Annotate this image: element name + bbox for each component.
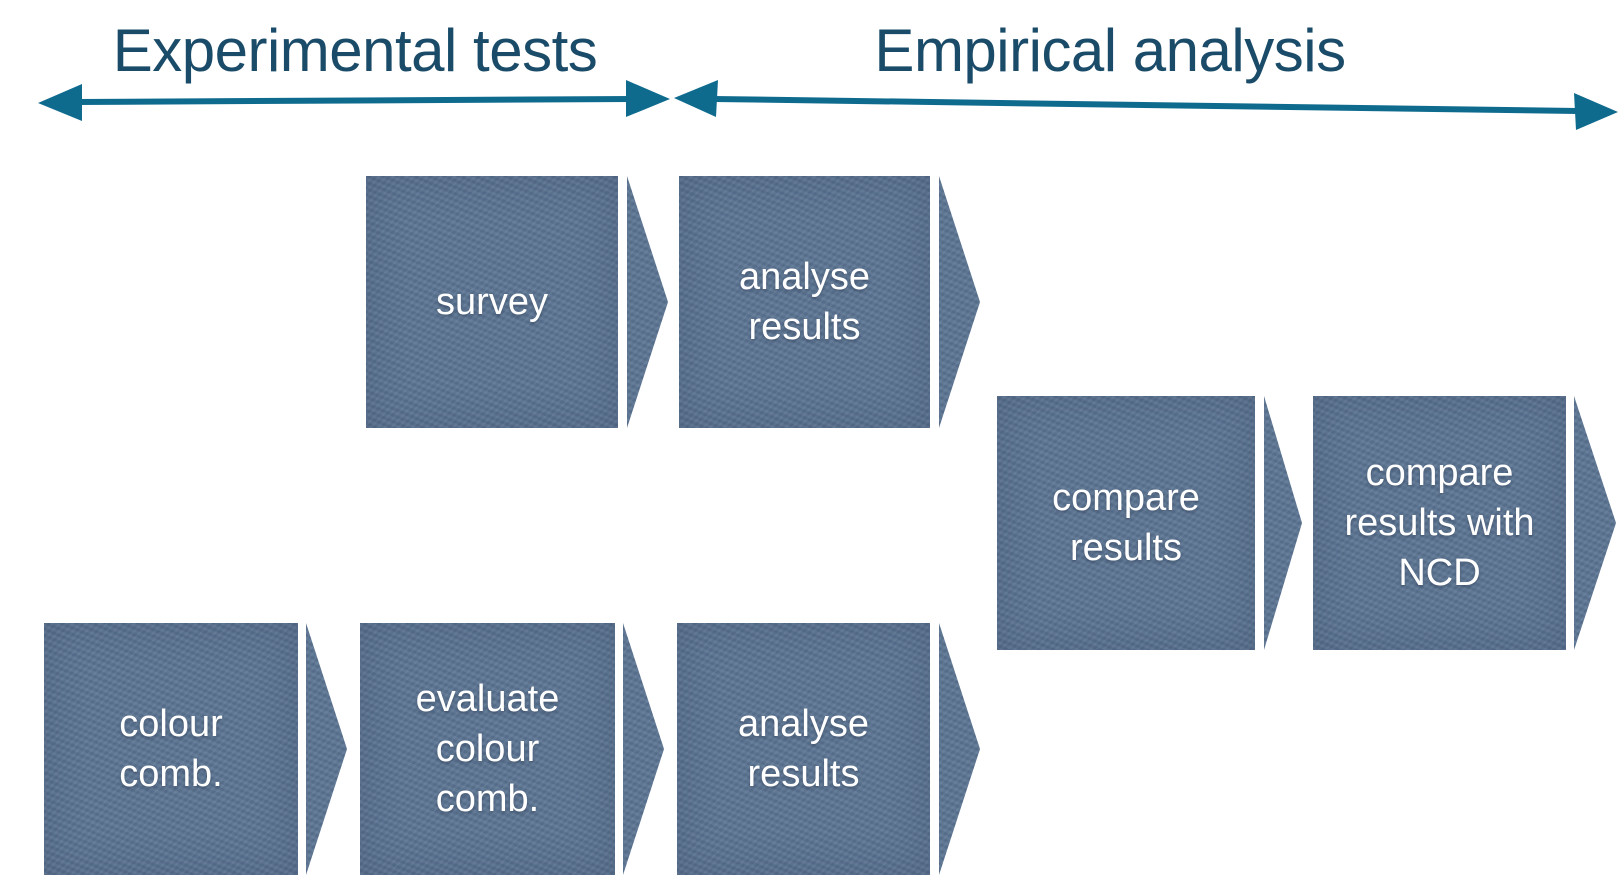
phase-label-experimental-tests: Experimental tests [112, 17, 598, 84]
flow-arrow-after-analyse-results-top [939, 176, 980, 428]
experimental-arrow-line [75, 96, 633, 105]
step-analyse-results-bottom: analyse results [677, 623, 930, 875]
step-compare-results-ncd: compare results with NCD [1313, 396, 1566, 650]
step-survey-label: survey [436, 280, 548, 323]
step-compare-results: compare results [997, 396, 1255, 650]
step-compare-results-label: compare results [1052, 476, 1200, 569]
empirical-arrow-right-head [1574, 93, 1618, 130]
empirical-analysis-span-arrow [674, 80, 1618, 130]
experimental-arrow-left-head [38, 84, 82, 121]
flow-arrow-after-compare-results [1264, 396, 1302, 650]
empirical-arrow-line [713, 96, 1579, 114]
flow-arrow-after-compare-results-ncd [1574, 396, 1616, 650]
step-survey: survey [366, 176, 618, 428]
phase-label-empirical-analysis: Empirical analysis [874, 17, 1346, 84]
step-evaluate-colour-comb-label: evaluate colour comb. [415, 677, 560, 821]
empirical-arrow-left-head [674, 80, 718, 117]
flow-arrow-after-analyse-results-bottom [939, 623, 980, 875]
step-evaluate-colour-comb: evaluate colour comb. [360, 623, 615, 875]
experimental-tests-span-arrow [38, 80, 670, 121]
flow-arrow-after-survey [627, 176, 668, 428]
step-colour-comb-label: colour comb. [119, 702, 223, 795]
phase-arrows [38, 80, 1618, 130]
step-compare-results-ncd-label: compare results with NCD [1344, 451, 1535, 595]
step-analyse-results-bottom-label: analyse results [738, 702, 869, 795]
flow-arrow-after-colour-comb [306, 623, 347, 875]
step-analyse-results-top-label: analyse results [739, 255, 870, 348]
step-analyse-results-top: analyse results [679, 176, 930, 428]
flow-arrow-after-evaluate-colour-comb [623, 623, 664, 875]
step-colour-comb: colour comb. [44, 623, 298, 875]
experimental-arrow-right-head [626, 80, 670, 117]
